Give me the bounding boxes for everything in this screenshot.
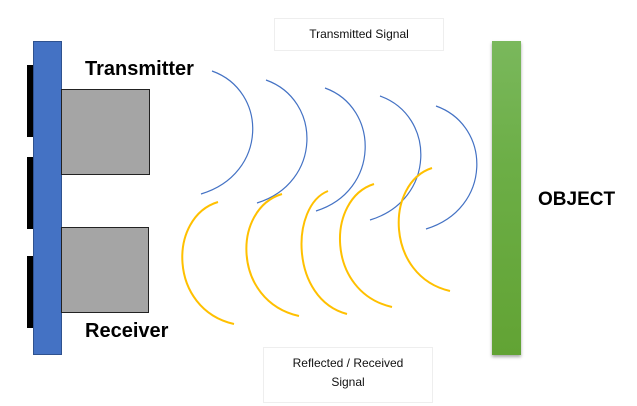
sensor-pin <box>27 157 33 229</box>
object-label: OBJECT <box>538 189 616 210</box>
transmitter-transducer <box>61 89 150 175</box>
transmitted-wave-arc <box>369 95 422 221</box>
receiver-transducer <box>61 227 149 313</box>
reflected-wave-arc <box>181 201 235 325</box>
transmitted-signal-label: Transmitted Signal <box>274 18 444 51</box>
transmitted-wave-arc <box>200 70 254 195</box>
reflected-wave-arc <box>300 190 348 315</box>
receiver-label: Receiver <box>85 320 169 342</box>
transmitted-wave-arc <box>425 105 478 230</box>
reflected-signal-label: Reflected / Received Signal <box>263 347 433 403</box>
sensor-pin <box>27 256 33 328</box>
transmitted-signal-text: Transmitted Signal <box>309 27 409 41</box>
reflected-wave-arc <box>338 183 393 308</box>
transmitted-wave-arc <box>256 79 308 204</box>
transmitted-wave-arc <box>315 87 366 212</box>
reflected-wave-arc <box>397 167 451 292</box>
reflected-wave-arc <box>245 193 300 317</box>
sensor-pin <box>27 65 33 137</box>
reflected-signal-text-line2: Signal <box>331 375 365 389</box>
sensor-board <box>33 41 62 355</box>
transmitter-label: Transmitter <box>85 58 194 80</box>
object-wall <box>492 41 521 355</box>
reflected-signal-text-line1: Reflected / Received <box>292 356 404 370</box>
